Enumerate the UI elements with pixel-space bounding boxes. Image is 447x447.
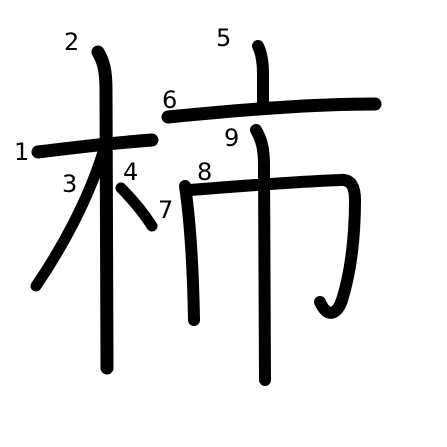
stroke-number-2: 2 (64, 28, 79, 56)
stroke-number-8: 8 (197, 158, 212, 186)
stroke-9 (250, 124, 271, 386)
stroke-4 (115, 182, 158, 232)
stroke-number-4: 4 (123, 158, 138, 186)
stroke-2 (91, 45, 114, 375)
stroke-7 (179, 180, 200, 326)
stroke-3 (30, 146, 109, 292)
stroke-number-5: 5 (216, 24, 231, 52)
stroke-number-1: 1 (14, 138, 29, 166)
stroke-6 (161, 97, 382, 124)
stroke-1 (31, 133, 159, 159)
stroke-8 (184, 173, 361, 319)
stroke-number-7: 7 (158, 196, 173, 224)
stroke-number-3: 3 (62, 170, 77, 198)
stroke-number-6: 6 (162, 86, 177, 114)
stroke-number-9: 9 (224, 124, 239, 152)
stroke-5 (252, 40, 269, 110)
